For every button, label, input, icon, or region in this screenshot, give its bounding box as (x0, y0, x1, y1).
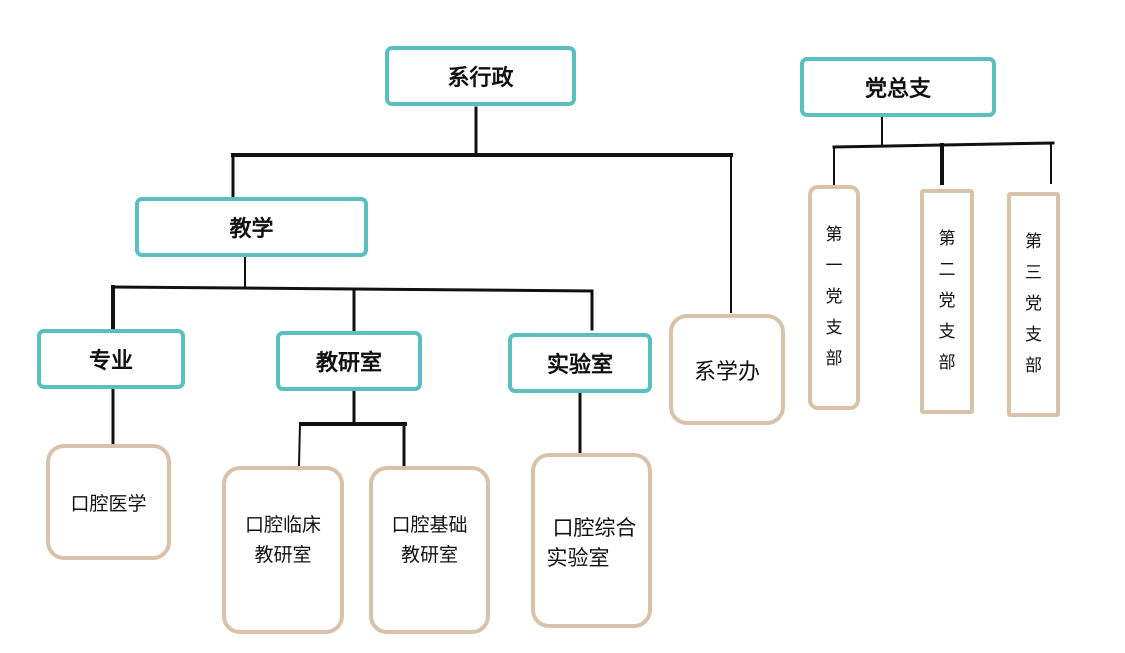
branch-2-char-5: 部 (938, 353, 956, 373)
branch-3-char-2: 三 (1025, 263, 1042, 283)
basic-research-line-1: 口腔基础 (391, 514, 468, 536)
clinical-research-text: 口腔临床 教研室 (245, 510, 321, 570)
clinical-research-line-1: 口腔临床 (244, 514, 321, 536)
branch-2-char-3: 党 (938, 291, 956, 311)
branch-1-node: 第 一 党 支 部 (808, 185, 860, 410)
comprehensive-lab-node: 口腔综合 实验室 (531, 453, 652, 628)
teaching-label: 教学 (229, 217, 274, 242)
branch-2-text: 第 二 党 支 部 (939, 224, 956, 379)
branch-1-char-1: 第 (825, 225, 843, 245)
branch-1-text: 第 一 党 支 部 (826, 220, 843, 375)
branch-3-char-4: 支 (1025, 325, 1042, 345)
dept-office-label: 系学办 (693, 359, 760, 385)
party-root-node: 党总支 (800, 57, 996, 117)
research-office-label: 教研室 (315, 351, 382, 376)
research-office-node: 教研室 (276, 331, 422, 391)
branch-1-char-5: 部 (825, 349, 843, 369)
major-node: 专业 (37, 329, 185, 389)
lab-label: 实验室 (546, 353, 613, 378)
branch-1-char-3: 党 (825, 287, 843, 307)
basic-research-node: 口腔基础 教研室 (369, 466, 490, 634)
comprehensive-lab-text: 口腔综合 实验室 (547, 513, 637, 573)
lab-node: 实验室 (508, 333, 652, 393)
branch-2-node: 第 二 党 支 部 (920, 189, 974, 414)
basic-research-line-2: 教研室 (400, 544, 458, 566)
connector-to-clinical (297, 422, 302, 467)
branch-2-char-1: 第 (938, 229, 956, 249)
branch-3-node: 第 三 党 支 部 (1007, 192, 1060, 417)
branch-3-text: 第 三 党 支 部 (1025, 227, 1042, 382)
teaching-node: 教学 (135, 197, 368, 257)
branch-1-char-2: 一 (825, 256, 843, 276)
branch-3-char-3: 党 (1025, 294, 1042, 314)
comprehensive-lab-line-1: 口腔综合 (552, 516, 637, 540)
dept-office-node: 系学办 (669, 314, 785, 425)
branch-3-char-5: 部 (1025, 356, 1042, 376)
clinical-research-node: 口腔临床 教研室 (222, 466, 344, 634)
branch-2-char-4: 支 (938, 322, 956, 342)
admin-root-node: 系行政 (385, 46, 576, 106)
branch-1-char-4: 支 (825, 318, 843, 338)
oral-medicine-label: 口腔医学 (70, 492, 147, 515)
major-label: 专业 (88, 349, 133, 374)
oral-medicine-node: 口腔医学 (46, 444, 171, 560)
admin-root-label: 系行政 (447, 66, 514, 91)
comprehensive-lab-line-2: 实验室 (546, 546, 610, 570)
party-root-label: 党总支 (864, 77, 931, 102)
basic-research-text: 口腔基础 教研室 (391, 510, 467, 570)
branch-3-char-1: 第 (1025, 232, 1042, 252)
clinical-research-line-2: 教研室 (254, 544, 312, 566)
branch-2-char-2: 二 (938, 260, 956, 280)
